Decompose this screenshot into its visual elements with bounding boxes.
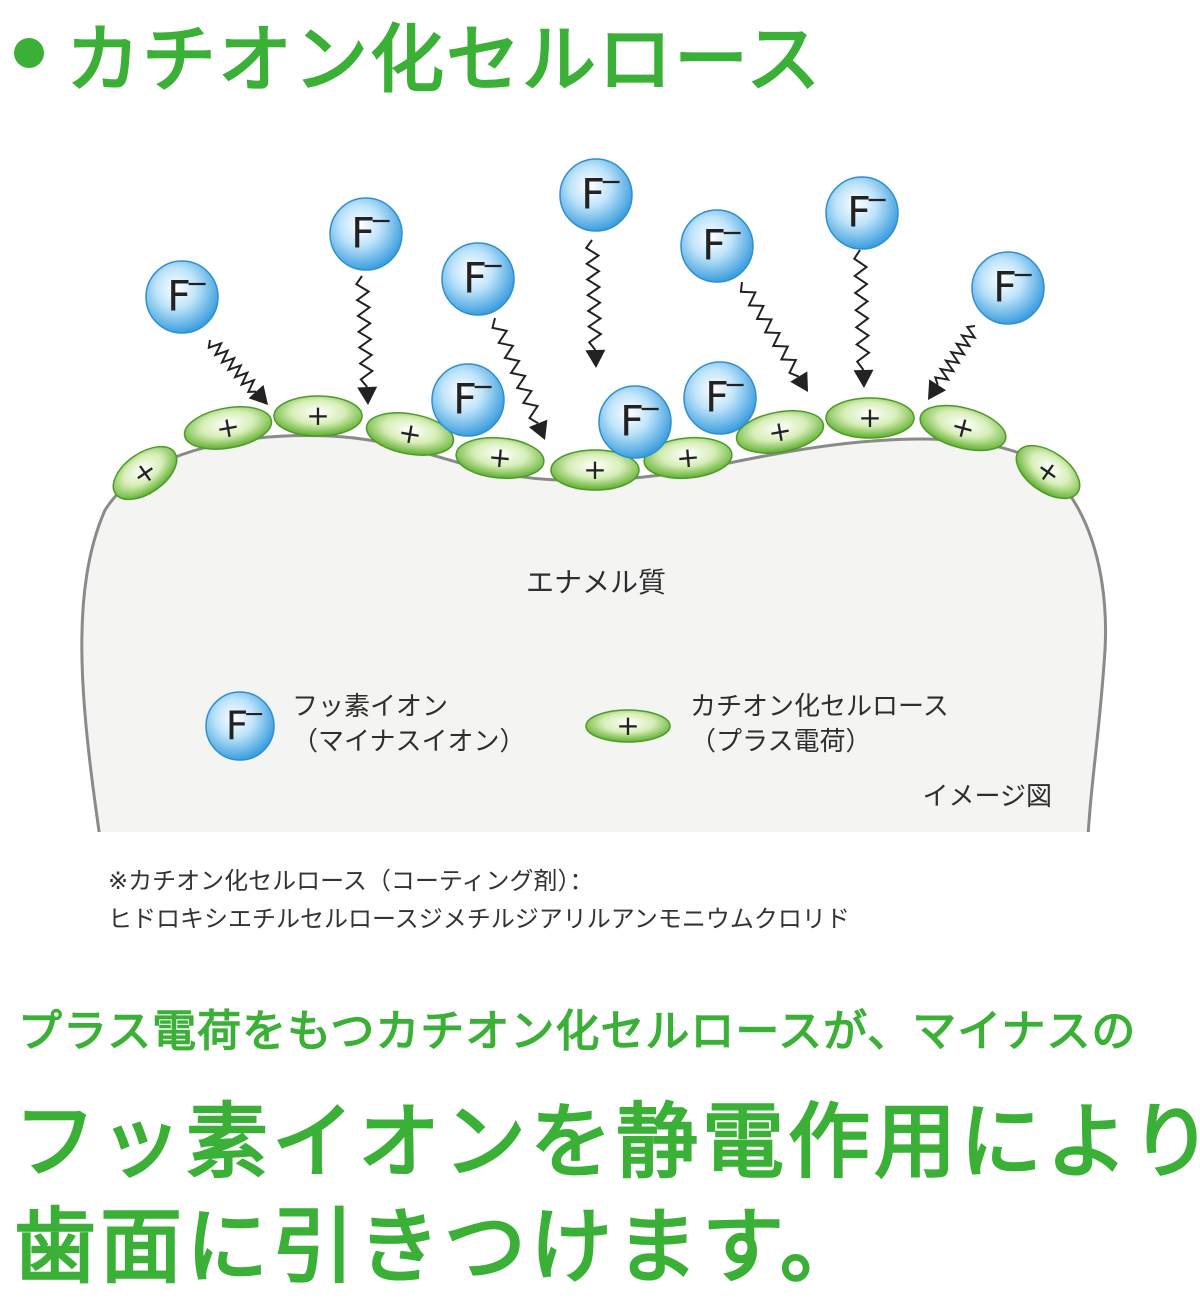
ion-charge: − bbox=[721, 218, 744, 249]
wavy-arrow-line bbox=[491, 317, 540, 425]
wavy-arrow-line bbox=[354, 275, 375, 388]
wavy-arrow-line bbox=[933, 325, 977, 386]
cation-particle: + bbox=[365, 412, 455, 456]
ion-charge: − bbox=[600, 167, 623, 198]
fluoride-ion: F− bbox=[598, 385, 672, 459]
arrow-head-icon bbox=[357, 386, 378, 405]
image-note: イメージ図 bbox=[923, 782, 1052, 812]
enamel-cut-edge bbox=[95, 832, 1095, 846]
ion-charge: − bbox=[472, 372, 495, 403]
fluoride-ion: F− bbox=[329, 197, 403, 271]
fluoride-ion: F− bbox=[431, 363, 505, 437]
cellulose-diagram: +++++++++++ F−F−F−F−F−F−F−F−F−F− エナメル質 F… bbox=[80, 158, 1108, 846]
ion-charge: − bbox=[186, 269, 209, 300]
legend-ion-label-1: フッ素イオン bbox=[292, 692, 448, 722]
ion-charge: − bbox=[244, 699, 265, 729]
tagline-main-2: 歯面に引きつけます。 bbox=[14, 1200, 866, 1295]
ion-charge: − bbox=[1012, 260, 1035, 291]
plus-sign: + bbox=[765, 413, 794, 450]
enamel-label: エナメル質 bbox=[526, 566, 666, 599]
fluoride-ion: F− bbox=[825, 176, 899, 250]
wavy-arrow-line bbox=[207, 339, 257, 393]
bullet-dot bbox=[14, 38, 44, 68]
ion-symbol: F bbox=[847, 189, 871, 237]
plus-sign: + bbox=[616, 709, 639, 742]
ion-symbol: F bbox=[993, 264, 1017, 312]
legend-cation-label-2: （プラス電荷） bbox=[690, 727, 871, 757]
footnote-line-1: ※カチオン化セルロース（コーティング剤）： bbox=[108, 867, 594, 895]
fluoride-ion: F− bbox=[145, 260, 219, 334]
fluoride-ion: F− bbox=[441, 242, 515, 316]
plus-sign: + bbox=[213, 409, 242, 446]
heading-title: カチオン化セルロース bbox=[66, 16, 823, 103]
legend-ion: F− bbox=[205, 691, 275, 761]
cation-particle: + bbox=[112, 445, 178, 501]
ion-symbol: F bbox=[167, 273, 191, 321]
ion-symbol: F bbox=[463, 255, 487, 303]
cation-particle: + bbox=[825, 397, 915, 439]
enamel-surface bbox=[80, 434, 1108, 840]
footnote: ※カチオン化セルロース（コーティング剤）： ヒドロキシエチルセルロースジメチルジ… bbox=[108, 862, 850, 938]
cation-particle: + bbox=[735, 410, 825, 454]
cation-layer: +++++++++++ bbox=[112, 395, 1081, 501]
cation-particle: + bbox=[585, 709, 671, 743]
ion-symbol: F bbox=[581, 171, 605, 219]
legend-ion-label-2: （マイナスイオン） bbox=[292, 727, 525, 757]
wavy-arrow-line bbox=[852, 249, 871, 371]
plus-sign: + bbox=[487, 440, 513, 475]
cation-particle: + bbox=[643, 436, 733, 480]
ion-symbol: F bbox=[453, 376, 477, 424]
arrow-head-icon bbox=[928, 379, 947, 400]
ion-charge: − bbox=[370, 206, 393, 237]
legend-cation: + bbox=[585, 709, 671, 743]
cation-particle: + bbox=[550, 449, 640, 491]
arrow-head-icon bbox=[585, 349, 606, 368]
cation-particle: + bbox=[273, 395, 363, 437]
ion-symbol: F bbox=[620, 398, 644, 446]
ion-charge: − bbox=[639, 394, 662, 425]
fluoride-ion: F− bbox=[971, 251, 1045, 325]
cation-particle: + bbox=[183, 406, 273, 450]
tagline-lead: プラス電荷をもつカチオン化セルロースが、マイナスの bbox=[18, 1006, 1137, 1057]
ion-symbol: F bbox=[705, 374, 729, 422]
cation-particle: + bbox=[1015, 444, 1081, 500]
ion-charge: − bbox=[482, 251, 505, 282]
arrow-head-icon bbox=[790, 371, 808, 392]
fluoride-ion: F− bbox=[683, 361, 757, 435]
arrow-head-icon bbox=[528, 419, 548, 440]
plus-sign: + bbox=[583, 453, 606, 486]
arrow-head-icon bbox=[248, 384, 268, 405]
arrow-head-icon bbox=[853, 369, 874, 388]
ion-symbol: F bbox=[702, 222, 726, 270]
ion-charge: − bbox=[866, 185, 889, 216]
arrows-layer bbox=[207, 239, 977, 440]
plus-sign: + bbox=[396, 415, 425, 452]
fluoride-ion: F− bbox=[559, 158, 633, 232]
fluoride-ion: F− bbox=[205, 691, 275, 761]
wavy-arrow-line bbox=[739, 281, 800, 378]
footnote-line-2: ヒドロキシエチルセルロースジメチルジアリルアンモニウムクロリド bbox=[108, 905, 850, 933]
plus-sign: + bbox=[675, 440, 701, 475]
ion-charge: − bbox=[724, 370, 747, 401]
cation-particle: + bbox=[919, 404, 1007, 452]
ion-layer: F−F−F−F−F−F−F−F−F−F− bbox=[145, 158, 1045, 459]
fluoride-ion: F− bbox=[680, 209, 754, 283]
cation-particle: + bbox=[455, 436, 545, 480]
plus-sign: + bbox=[306, 399, 329, 432]
heading: カチオン化セルロース bbox=[14, 8, 822, 103]
tagline-main-1: フッ素イオンを静電作用により bbox=[14, 1095, 1200, 1190]
ion-symbol: F bbox=[226, 704, 248, 749]
legend-cation-label-1: カチオン化セルロース bbox=[690, 692, 949, 722]
ion-symbol: F bbox=[351, 210, 375, 258]
plus-sign: + bbox=[858, 401, 881, 434]
wavy-arrow-line bbox=[584, 239, 603, 351]
